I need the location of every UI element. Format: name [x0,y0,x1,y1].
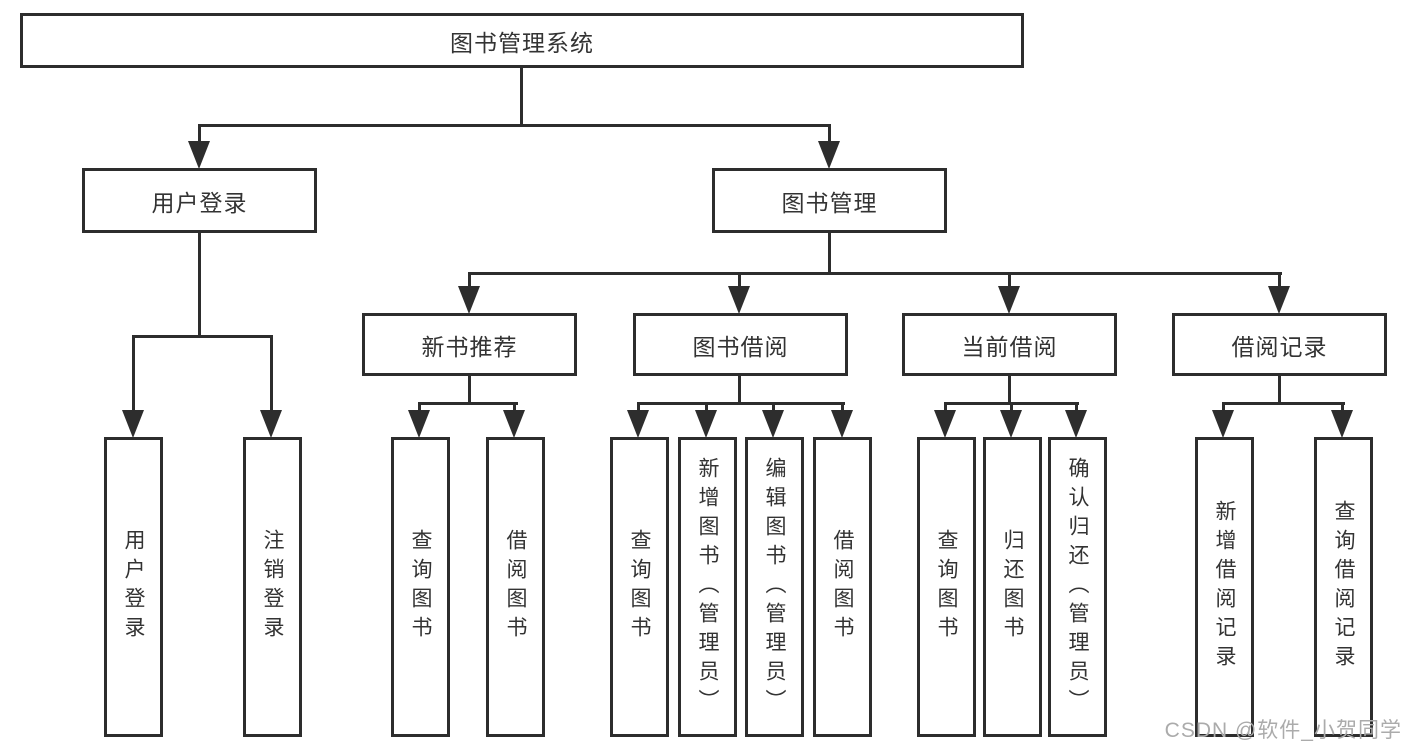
arrow-down-icon [260,410,282,438]
connector-stub-leaf [132,335,135,415]
node-root-system: 图书管理系统 [20,13,1024,68]
connector-stub-leaf [1075,402,1078,416]
leaf-borrow-add-books-admin-label: 新增图书（管理员） [696,456,719,718]
leaf-user-login-label: 用户登录 [122,529,145,645]
leaf-current-confirm-return-admin-label: 确认归还（管理员） [1066,456,1089,718]
connector-stub-leaf [944,402,947,416]
node-borrow-records: 借阅记录 [1172,313,1387,376]
connector-login-horizontal [132,335,273,338]
leaf-recommend-borrow-books: 借阅图书 [486,437,545,737]
connector-stub-current [1008,272,1011,294]
leaf-records-query-record-label: 查询借阅记录 [1332,500,1355,674]
node-current-borrow: 当前借阅 [902,313,1117,376]
arrow-down-icon [1268,286,1290,314]
leaf-records-add-record: 新增借阅记录 [1195,437,1254,737]
node-new-book-recommend-label: 新书推荐 [421,333,518,360]
node-book-borrow-label: 图书借阅 [692,333,789,360]
leaf-borrow-borrow-books: 借阅图书 [813,437,872,737]
connector-manage-horizontal [468,272,1282,275]
connector-recommend-horizontal [418,402,518,405]
node-new-book-recommend: 新书推荐 [362,313,577,376]
leaf-borrow-borrow-books-label: 借阅图书 [831,529,854,645]
node-root-label: 图书管理系统 [450,29,594,56]
connector-records-horizontal [1222,402,1345,405]
leaf-logout: 注销登录 [243,437,302,737]
arrow-down-icon [818,141,840,169]
leaf-records-query-record: 查询借阅记录 [1314,437,1373,737]
node-current-borrow-label: 当前借阅 [961,333,1058,360]
leaf-recommend-borrow-books-label: 借阅图书 [504,529,527,645]
leaf-borrow-query-books-label: 查询图书 [628,529,651,645]
node-user-login: 用户登录 [82,168,317,233]
connector-manage-vertical [828,233,831,275]
connector-borrow-vertical [738,376,741,405]
arrow-down-icon [627,410,649,438]
arrow-down-icon [458,286,480,314]
connector-stub-manage [828,124,831,152]
connector-stub-login [198,124,201,152]
leaf-recommend-query-books-label: 查询图书 [409,529,432,645]
leaf-borrow-query-books: 查询图书 [610,437,669,737]
leaf-borrow-edit-books-admin: 编辑图书（管理员） [745,437,804,737]
csdn-watermark: CSDN @软件_小贺同学 [1164,719,1402,742]
arrow-down-icon [188,141,210,169]
arrow-down-icon [1331,410,1353,438]
node-borrow-records-label: 借阅记录 [1231,333,1328,360]
leaf-borrow-edit-books-admin-label: 编辑图书（管理员） [763,456,786,718]
arrow-down-icon [934,410,956,438]
connector-root-vertical [520,68,523,127]
arrow-down-icon [1212,410,1234,438]
connector-recommend-vertical [468,376,471,405]
leaf-current-query-books-label: 查询图书 [935,529,958,645]
leaf-records-add-record-label: 新增借阅记录 [1213,500,1236,674]
connector-stub-leaf [270,335,273,415]
connector-stub-leaf [1222,402,1225,416]
node-user-login-label: 用户登录 [151,189,248,216]
connector-stub-leaf [1341,402,1344,416]
connector-stub-leaf [1010,402,1013,416]
connector-stub-leaf [772,402,775,416]
leaf-borrow-add-books-admin: 新增图书（管理员） [678,437,737,737]
node-book-manage: 图书管理 [712,168,947,233]
connector-stub-records [1278,272,1281,294]
leaf-user-login: 用户登录 [104,437,163,737]
leaf-current-confirm-return-admin: 确认归还（管理员） [1048,437,1107,737]
connector-records-vertical [1278,376,1281,405]
connector-login-vertical [198,233,201,338]
arrow-down-icon [695,410,717,438]
arrow-down-icon [728,286,750,314]
arrow-down-icon [831,410,853,438]
connector-stub-leaf [513,402,516,416]
connector-stub-leaf [841,402,844,416]
connector-stub-leaf [637,402,640,416]
leaf-recommend-query-books: 查询图书 [391,437,450,737]
connector-stub-leaf [705,402,708,416]
arrow-down-icon [762,410,784,438]
arrow-down-icon [122,410,144,438]
connector-current-vertical [1008,376,1011,405]
node-book-borrow: 图书借阅 [633,313,848,376]
arrow-down-icon [1065,410,1087,438]
node-book-manage-label: 图书管理 [781,189,878,216]
leaf-current-return-books-label: 归还图书 [1001,529,1024,645]
connector-borrow-horizontal [637,402,845,405]
arrow-down-icon [1000,410,1022,438]
connector-root-horizontal [198,124,831,127]
connector-stub-recommend [468,272,471,294]
arrow-down-icon [998,286,1020,314]
leaf-current-return-books: 归还图书 [983,437,1042,737]
leaf-current-query-books: 查询图书 [917,437,976,737]
connector-stub-leaf [418,402,421,416]
arrow-down-icon [503,410,525,438]
leaf-logout-label: 注销登录 [261,529,284,645]
arrow-down-icon [408,410,430,438]
connector-stub-borrow [738,272,741,294]
